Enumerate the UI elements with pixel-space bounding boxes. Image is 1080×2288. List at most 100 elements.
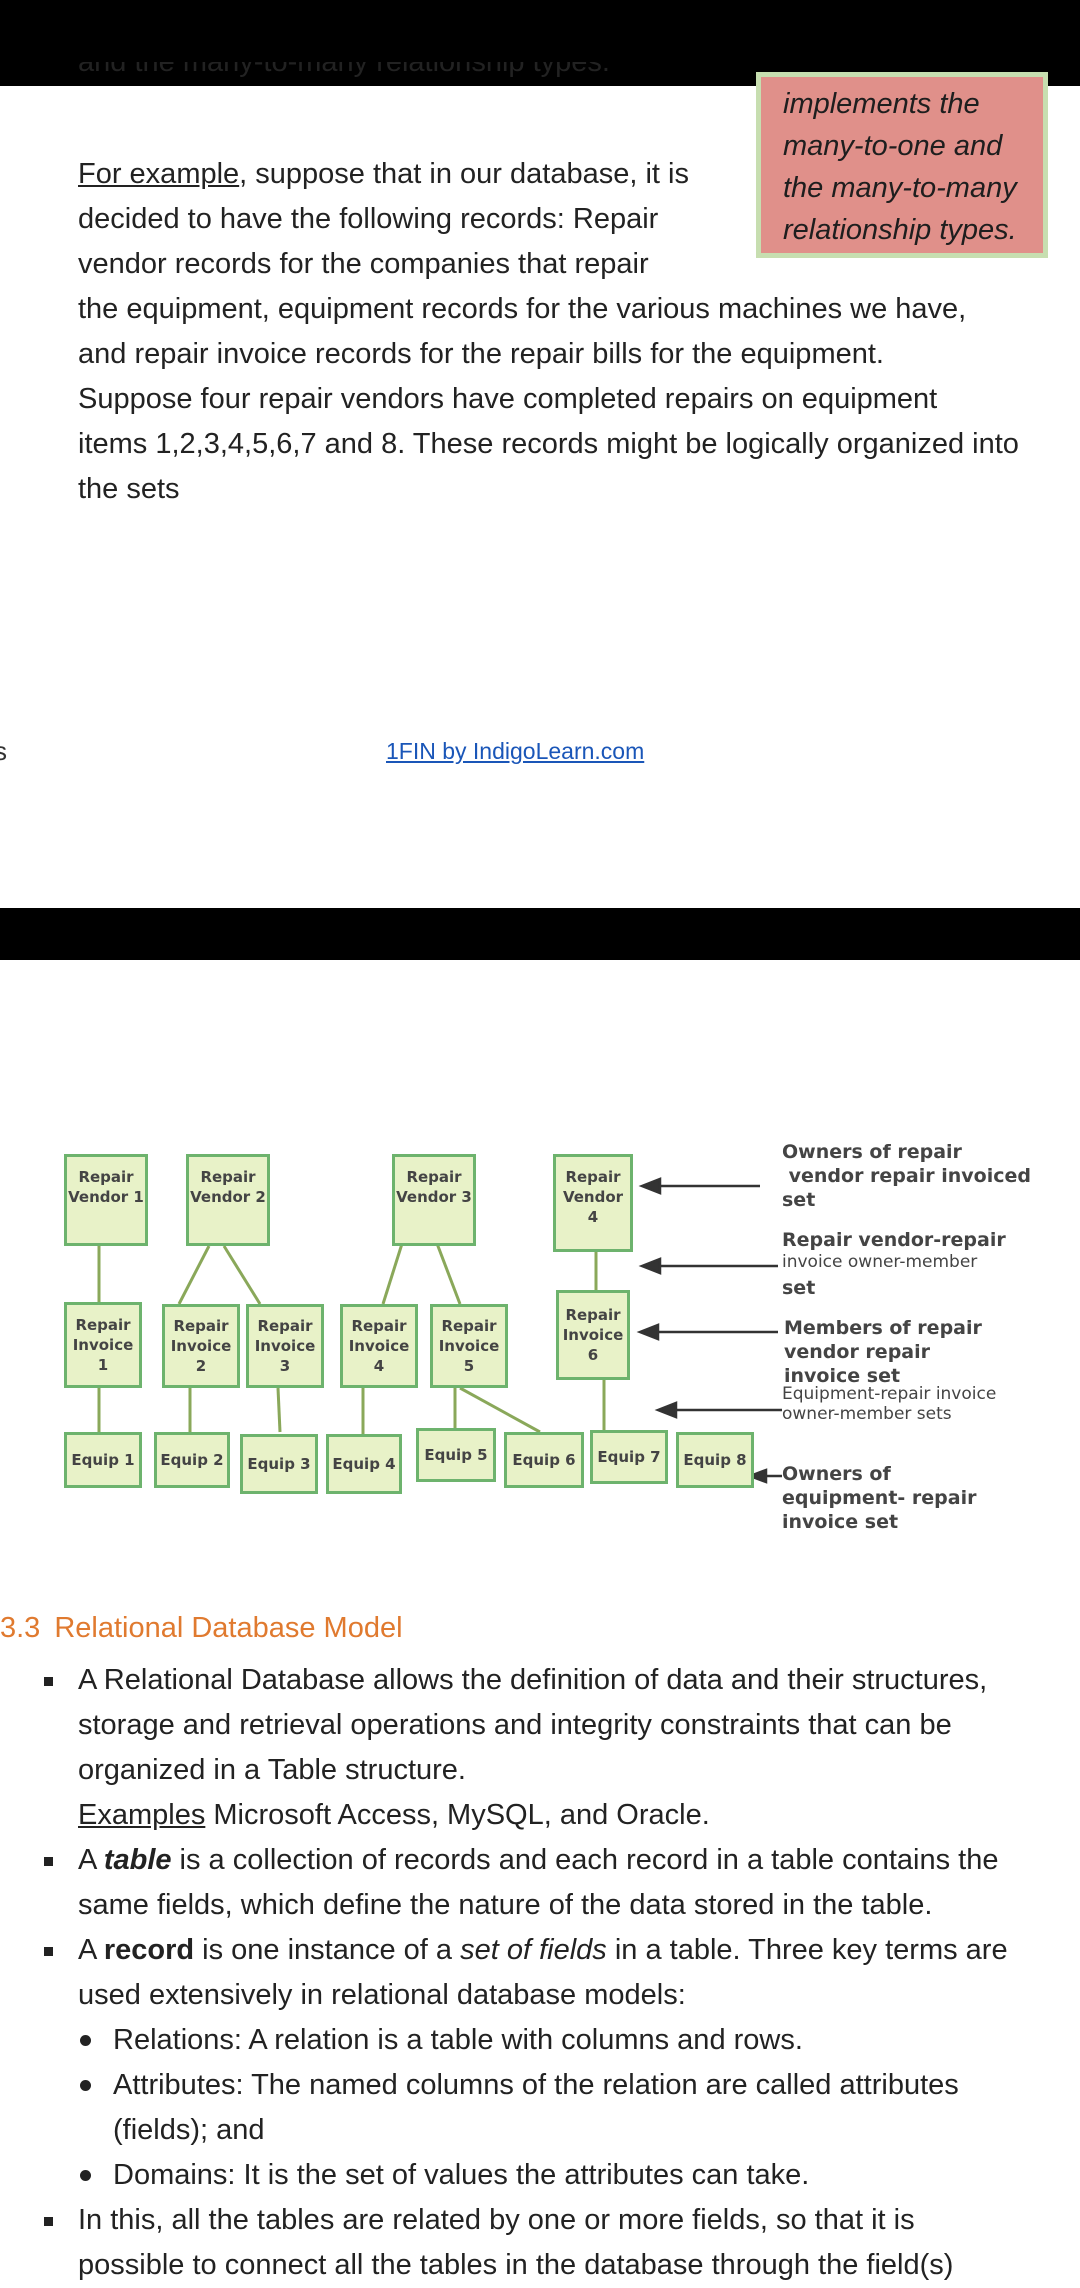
edge-character: s: [0, 736, 7, 766]
bullet-item: A record is one instance of a set of fie…: [0, 1928, 1080, 2018]
examples-text: Microsoft Access, MySQL, and Oracle.: [205, 1799, 710, 1831]
box-label: Invoice 6: [562, 1326, 624, 1364]
label-line: vendor repair invoiced: [782, 1165, 1031, 1187]
bullet-line: storage and retrieval operations and int…: [78, 1709, 952, 1741]
text-run: in a table. Three key terms are: [606, 1934, 1008, 1966]
paragraph-line: For example, suppose that in our databas…: [78, 152, 1068, 197]
cut-off-text: and the many-to-many relationship types.: [78, 62, 610, 78]
text-run: is a collection of records and each reco…: [171, 1844, 999, 1876]
section-heading: 3.3 Relational Database Model: [0, 1612, 403, 1645]
term-set-of-fields: set of fields: [460, 1934, 607, 1966]
paragraph-line: items 1,2,3,4,5,6,7 and 8. These records…: [78, 428, 1019, 460]
callout-line: many-to-one and: [783, 130, 1003, 162]
box-label: Repair: [441, 1317, 497, 1335]
box-label: Invoice 2: [170, 1337, 232, 1375]
bullet-line: Domains: It is the set of values the att…: [113, 2159, 810, 2191]
square-bullet-icon: [44, 1857, 53, 1866]
paragraph-line: the equipment, equipment records for the…: [78, 293, 967, 325]
label-line: Repair vendor-repair: [782, 1229, 1006, 1251]
bullet-line: A Relational Database allows the definit…: [78, 1664, 988, 1696]
term-table: table: [103, 1844, 172, 1876]
callout-box: implements the many-to-one and the many-…: [756, 72, 1048, 258]
examples-label: Examples: [78, 1799, 206, 1831]
square-bullet-icon: [44, 2217, 53, 2226]
label-line: Members of repair: [784, 1317, 982, 1339]
box-label: Repair: [406, 1168, 462, 1186]
arrowhead: [638, 1257, 662, 1275]
equip-box: Equip 2: [154, 1432, 230, 1488]
bullet-line: (fields); and: [113, 2114, 265, 2146]
connector-line: [276, 1387, 282, 1433]
bullet-line: Examples Microsoft Access, MySQL, and Or…: [78, 1793, 1060, 1838]
page-break-bar: [0, 908, 1080, 960]
box-label: Vendor 1: [68, 1188, 144, 1206]
label-line: vendor repair: [784, 1341, 930, 1363]
members-label: Members of repair vendor repair invoice …: [784, 1316, 982, 1388]
round-bullet-icon: [80, 2170, 91, 2181]
box-label: Invoice 5: [438, 1337, 500, 1375]
connector-line: [177, 1245, 211, 1305]
bullet-line: possible to connect all the tables in th…: [78, 2249, 954, 2281]
label-line: equipment- repair: [782, 1487, 977, 1509]
bullet-line: Relations: A relation is a table with co…: [113, 2024, 803, 2056]
equip-box: Equip 4: [326, 1434, 402, 1494]
box-label: Repair: [351, 1317, 407, 1335]
box-label: Repair: [200, 1168, 256, 1186]
box-label: Vendor 2: [190, 1188, 266, 1206]
term-record: record: [103, 1934, 195, 1966]
box-label: Repair: [565, 1168, 621, 1186]
equip-box: Equip 7: [590, 1430, 668, 1484]
bullet-line: A record is one instance of a set of fie…: [78, 1928, 1060, 1973]
section-bullets: A Relational Database allows the definit…: [0, 1658, 1080, 2288]
equip-owner-member-label: Equipment-repair invoice owner-member se…: [782, 1384, 996, 1424]
box-label: Repair: [75, 1316, 131, 1334]
top-black-bar: [0, 0, 1080, 86]
box-label: Invoice 3: [254, 1337, 316, 1375]
callout-line: implements the: [783, 88, 980, 120]
arrowhead: [638, 1177, 662, 1195]
sub-bullet-item: Relations: A relation is a table with co…: [0, 2018, 1080, 2063]
paragraph-line: Suppose four repair vendors have complet…: [78, 383, 938, 415]
equip-box: Equip 8: [676, 1432, 754, 1488]
callout-line: relationship types.: [783, 214, 1017, 246]
bullet-line: Attributes: The named columns of the rel…: [113, 2069, 959, 2101]
example-lead: For example: [78, 158, 240, 190]
sub-bullet-item: Attributes: The named columns of the rel…: [0, 2063, 1080, 2153]
owners-vendor-label: Owners of repair vendor repair invoiced …: [782, 1140, 1031, 1212]
bullet-line: used extensively in relational database …: [78, 1979, 686, 2011]
equip-box: Equip 5: [416, 1428, 496, 1482]
box-label: Repair: [257, 1317, 313, 1335]
section-title: Relational Database Model: [54, 1612, 403, 1644]
label-line: owner-member sets: [782, 1404, 952, 1424]
paragraph-text: , suppose that in our database, it is: [239, 158, 689, 190]
round-bullet-icon: [80, 2080, 91, 2091]
label-line: Owners of repair: [782, 1141, 962, 1163]
box-label: Repair: [78, 1168, 134, 1186]
paragraph-line: the sets: [78, 473, 180, 505]
owners-equip-label: Owners of equipment- repair invoice set: [782, 1462, 976, 1534]
equip-box: Equip 3: [240, 1434, 318, 1494]
example-paragraph: For example, suppose that in our databas…: [78, 152, 1068, 512]
paragraph-line: decided to have the following records: R…: [78, 203, 659, 235]
box-label: Invoice 1: [72, 1336, 134, 1374]
section-number: 3.3: [0, 1612, 41, 1644]
equip-box: Equip 1: [64, 1432, 142, 1488]
paragraph-line: vendor records for the companies that re…: [78, 248, 649, 280]
round-bullet-icon: [80, 2035, 91, 2046]
arrowhead: [636, 1323, 660, 1341]
connector-line: [222, 1245, 262, 1305]
sub-bullet-item: Domains: It is the set of values the att…: [0, 2153, 1080, 2198]
footer-link[interactable]: 1FIN by IndigoLearn.com: [386, 738, 645, 764]
label-line: invoice set: [782, 1511, 899, 1533]
arrowhead: [746, 1468, 768, 1484]
box-label: Invoice 4: [348, 1337, 410, 1375]
box-label: Repair: [173, 1317, 229, 1335]
text-run: is one instance of a: [194, 1934, 461, 1966]
bullet-item: A table is a collection of records and e…: [0, 1838, 1080, 1928]
